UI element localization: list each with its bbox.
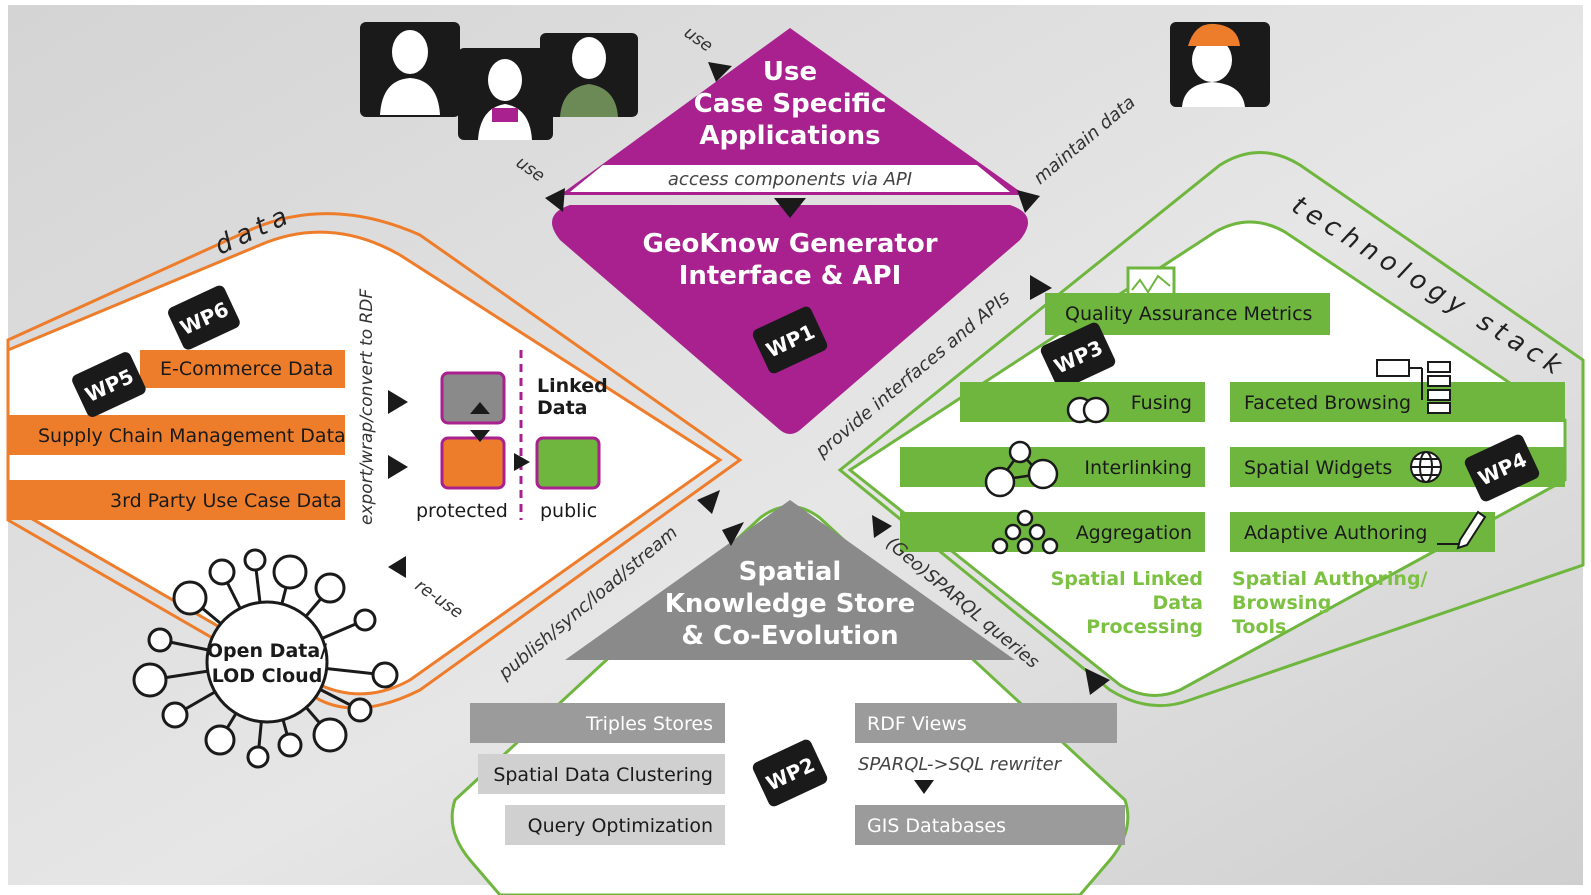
faceted-bar <box>1230 382 1565 422</box>
data-label: Data <box>537 397 588 419</box>
query-bar <box>505 805 725 845</box>
arrow-right-1 <box>388 390 408 414</box>
geosparql-arrow-1 <box>872 515 892 538</box>
store-title-2: Knowledge Store <box>665 589 915 619</box>
lod-cloud-icon <box>132 548 399 769</box>
use-case-triangle <box>560 28 1025 195</box>
authoring-bar <box>1230 512 1495 552</box>
wp4-badge: WP4 <box>1464 434 1540 502</box>
fusing-icon <box>1066 396 1110 424</box>
rdf-views-bar <box>855 703 1117 743</box>
rewriter-arrow-icon <box>914 780 934 794</box>
triples-label: Triples Stores <box>585 713 713 735</box>
globe-icon <box>1410 451 1442 483</box>
data-panel-outer <box>6 212 743 710</box>
query-label: Query Optimization <box>528 815 713 837</box>
sab-line3: Tools <box>1232 616 1286 638</box>
supply-chain-bar <box>8 415 345 455</box>
widgets-label: Spatial Widgets <box>1244 457 1392 479</box>
wp6-badge: WP6 <box>168 285 240 350</box>
sab-line1: Spatial Authoring/ <box>1232 568 1428 590</box>
protected-label: protected <box>416 500 508 522</box>
ecommerce-bar <box>140 350 345 388</box>
maintain-arrow <box>1017 190 1040 213</box>
ecommerce-label: E-Commerce Data <box>160 358 333 380</box>
qa-label: Quality Assurance Metrics <box>1065 303 1312 325</box>
protected-orange-box <box>440 436 506 490</box>
use-case-line1: Use <box>763 57 817 87</box>
gis-bar <box>855 805 1125 845</box>
export-label: export/wrap/convert to RDF <box>357 289 377 525</box>
rdf-views-label: RDF Views <box>867 713 967 735</box>
public-label: public <box>540 500 597 522</box>
third-party-bar <box>8 480 345 520</box>
arrow-right-2 <box>388 455 408 479</box>
up-arrow-icon <box>470 402 490 414</box>
use-case-line2: Case Specific <box>694 89 887 119</box>
supply-chain-label: Supply Chain Management Data <box>38 425 346 447</box>
faceted-label: Faceted Browsing <box>1244 392 1411 414</box>
lod-label-2: LOD Cloud <box>212 665 323 687</box>
wp3-badge: WP3 <box>1040 322 1116 390</box>
wp5-badge: WP5 <box>72 352 146 417</box>
triples-bar <box>470 703 725 743</box>
authoring-label: Adaptive Authoring <box>1244 522 1427 544</box>
clustering-bar <box>478 754 725 794</box>
access-label: access components via API <box>668 169 912 190</box>
store-title-1: Spatial <box>739 557 842 587</box>
lod-label-1: Open Data/ <box>207 640 327 662</box>
arrow-to-public <box>514 453 530 471</box>
wp2-badge: WP2 <box>752 739 828 807</box>
reuse-arrow <box>388 556 406 578</box>
public-green-box <box>535 436 601 490</box>
use-case-line3: Applications <box>699 121 880 151</box>
down-arrow-icon <box>470 430 490 442</box>
rewriter-label: SPARQL->SQL rewriter <box>858 754 1063 775</box>
users-icon <box>360 22 638 140</box>
maintainer-icon <box>1170 22 1270 107</box>
access-band <box>570 165 1010 192</box>
sld-line2: Data <box>1153 592 1204 614</box>
store-title-3: & Co-Evolution <box>681 621 898 651</box>
third-party-label: 3rd Party Use Case Data <box>110 490 342 512</box>
use-left-arrow <box>545 188 565 212</box>
aggregation-icon <box>991 509 1059 555</box>
generator-line1: GeoKnow Generator <box>642 229 937 259</box>
clustering-label: Spatial Data Clustering <box>493 764 713 786</box>
fusing-label: Fusing <box>1131 392 1192 414</box>
protected-gray-box <box>440 371 506 425</box>
interlinking-label: Interlinking <box>1084 457 1192 479</box>
tech-panel-outer <box>837 151 1585 708</box>
use-top-arrow <box>708 62 732 82</box>
sld-line1: Spatial Linked <box>1051 568 1203 590</box>
provide-arrow <box>1030 275 1052 300</box>
faceted-tree-icon <box>1376 359 1451 414</box>
publish-arrow-up <box>697 490 720 514</box>
linked-label: Linked <box>537 375 608 397</box>
wp1-badge: WP1 <box>752 306 828 374</box>
geosparql-arrow-2 <box>1085 668 1110 695</box>
gis-label: GIS Databases <box>867 815 1006 837</box>
access-arrow-icon <box>774 198 806 218</box>
generator-line2: Interface & API <box>679 261 902 291</box>
publish-arrow-down <box>722 522 744 546</box>
pencil-icon <box>1437 510 1487 550</box>
store-triangle <box>565 500 1015 660</box>
interlinking-icon <box>984 440 1059 498</box>
aggregation-label: Aggregation <box>1076 522 1192 544</box>
sld-line3: Processing <box>1086 616 1203 638</box>
sab-line2: Browsing <box>1232 592 1331 614</box>
qa-line-icon <box>1131 274 1171 294</box>
